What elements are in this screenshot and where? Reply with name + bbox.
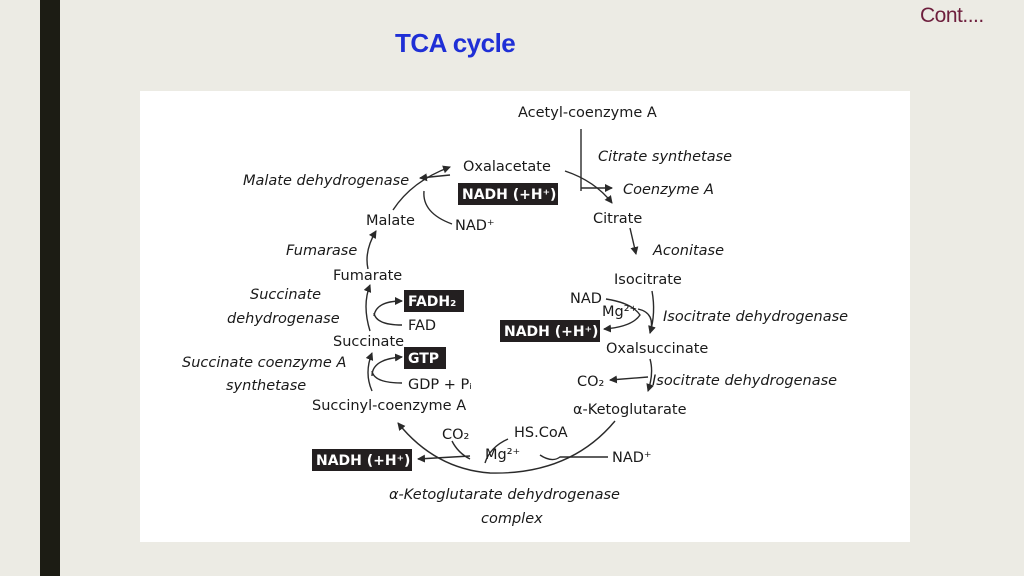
succinyl-coa-label: Succinyl-coenzyme A [312, 398, 466, 414]
products: NADH (+H⁺) NADH (+H⁺) NADH (+H⁺) FADH₂ G… [312, 183, 600, 471]
akg-dehydrogenase-label-line2: complex [481, 511, 543, 527]
cofactors: Coenzyme A NAD⁺ NAD Mg²⁺ CO₂ CO₂ HS.CoA … [408, 182, 714, 466]
arrow-to-malate-dehydrogenase [419, 173, 451, 182]
side-accent-bar [40, 0, 60, 576]
arrow-nad-to-nadh-isocitrate [603, 298, 641, 333]
succinyl-coa-synthetase-label-line1: Succinate coenzyme A [182, 355, 346, 371]
slide-title: TCA cycle [395, 28, 516, 58]
nadh-malate-label: NADH (+H⁺) [462, 187, 556, 203]
arrow-oxalsuccinate-to-akg [646, 358, 655, 392]
fad-label: FAD [408, 318, 436, 334]
isocitrate-dehydrogenase-label-1: Isocitrate dehydrogenase [663, 309, 848, 325]
isocitrate-dehydrogenase-label-2: Isocitrate dehydrogenase [652, 373, 837, 389]
arrow-succinate-to-fumarate [363, 284, 372, 332]
gtp-label: GTP [408, 351, 439, 367]
fad-loop [373, 312, 403, 326]
mg-isocitrate-label: Mg²⁺ [602, 304, 637, 320]
oxalacetate-label: Oxalacetate [463, 159, 551, 175]
nad-akg-label: NAD⁺ [612, 450, 652, 466]
enzymes: Citrate synthetase Aconitase Isocitrate … [182, 149, 848, 527]
acetyl-coa-label: Acetyl-coenzyme A [518, 105, 657, 121]
nad-isocitrate-label: NAD [570, 291, 602, 307]
metabolites: Acetyl-coenzyme A Oxalacetate Citrate Is… [312, 105, 708, 418]
succinate-label: Succinate [333, 334, 404, 350]
nadh-isocitrate-label: NADH (+H⁺) [504, 324, 598, 340]
co2-akg-line [451, 440, 471, 460]
isocitrate-label: Isocitrate [614, 272, 682, 288]
arrow-to-nadh-akg [417, 454, 471, 463]
hs-coa-label: HS.CoA [514, 425, 568, 441]
mg-nad-akg-line [539, 454, 608, 461]
arrow-malate-to-oxalacetate [392, 165, 451, 211]
arrow-fumarate-to-malate [366, 230, 377, 270]
co2-akg-label: CO₂ [442, 427, 469, 443]
akg-dehydrogenase-label-line1: α-Ketoglutarate dehydrogenase [389, 487, 620, 503]
tca-cycle-figure: Acetyl-coenzyme A Oxalacetate Citrate Is… [140, 91, 910, 542]
succinyl-coa-synthetase-label-line2: synthetase [226, 378, 306, 394]
coenzyme-a-label: Coenzyme A [623, 182, 714, 198]
succinate-dehydrogenase-label-line2: dehydrogenase [227, 311, 340, 327]
nadh-malate-box [458, 183, 558, 205]
arrow-oxalacetate-to-citrate [564, 170, 613, 204]
malate-dehydrogenase-label: Malate dehydrogenase [243, 173, 409, 189]
arrow-to-fadh2 [373, 297, 403, 317]
mg-akg-label: Mg²⁺ [485, 447, 520, 463]
nad-malate-label: NAD⁺ [455, 218, 495, 234]
nadh-isocitrate-box [500, 320, 600, 342]
fumarase-label: Fumarase [286, 243, 357, 259]
malate-label: Malate [366, 213, 415, 229]
side-arrows [371, 129, 653, 464]
nadh-akg-label: NADH (+H⁺) [316, 453, 410, 469]
arrow-succinyl-coa-to-succinate [365, 352, 374, 392]
aconitase-label: Aconitase [652, 243, 724, 259]
continuation-note: Cont.... [920, 4, 984, 27]
mg-loop-isocitrate [637, 308, 653, 334]
tca-cycle-diagram: Acetyl-coenzyme A Oxalacetate Citrate Is… [182, 105, 848, 527]
citrate-label: Citrate [593, 211, 642, 227]
fadh2-box [404, 290, 464, 312]
gdp-loop [371, 370, 403, 384]
alpha-ketoglutarate-label: α-Ketoglutarate [573, 402, 687, 418]
arrow-to-gtp [371, 353, 403, 377]
succinate-dehydrogenase-label-line1: Succinate [250, 287, 321, 303]
fumarate-label: Fumarate [333, 268, 402, 284]
gdp-pi-label: GDP + Pᵢ [408, 377, 472, 393]
arrow-to-co2-oxalsuccinate [609, 375, 649, 384]
gtp-box [404, 347, 446, 369]
arrow-akg-to-succinyl-coa [397, 420, 616, 474]
co2-oxalsuccinate-label: CO₂ [577, 374, 604, 390]
nad-loop-malate [423, 190, 453, 225]
fadh2-label: FADH₂ [408, 294, 456, 310]
cycle-arrows [363, 165, 656, 474]
citrate-synthetase-label: Citrate synthetase [598, 149, 732, 165]
nadh-akg-box [312, 449, 412, 471]
arrow-citrate-to-isocitrate [629, 227, 639, 255]
oxalsuccinate-label: Oxalsuccinate [606, 341, 708, 357]
hs-coa-loop [484, 438, 509, 464]
